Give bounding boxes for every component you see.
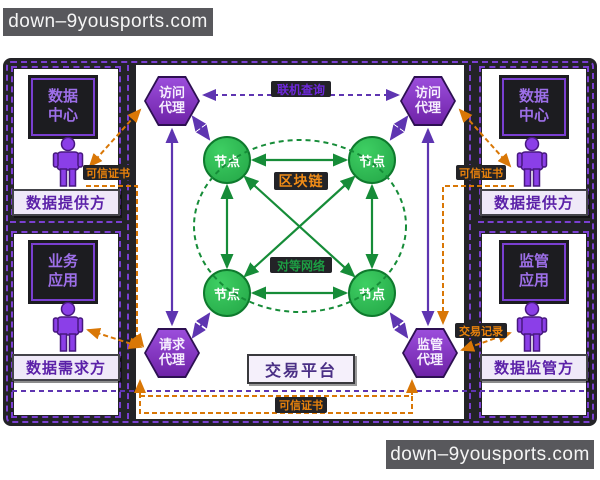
blockchain-node-bottom-left: 节点 bbox=[203, 269, 251, 317]
trade-record-label: 交易记录 bbox=[455, 323, 507, 338]
data-center-box-left: 数据 中心 bbox=[31, 78, 95, 136]
divider-vertical-right bbox=[464, 65, 478, 419]
agent-label-line2: 代理 bbox=[416, 352, 443, 367]
regulatory-app-line1: 监管 bbox=[518, 253, 549, 271]
data-center-line2: 中心 bbox=[47, 107, 78, 124]
role-label-data-consumer: 数据需求方 bbox=[12, 354, 120, 381]
watermark-bottom-right: down–9yousports.com bbox=[386, 440, 594, 469]
blockchain-node-top-right: 节点 bbox=[348, 136, 396, 184]
agent-label-line1: 监管 bbox=[416, 337, 443, 353]
diagram-frame bbox=[3, 58, 597, 426]
role-label-data-provider-right: 数据提供方 bbox=[480, 189, 588, 216]
person-icon-consumer bbox=[52, 301, 84, 352]
data-center-line2: 中心 bbox=[518, 107, 549, 124]
blockchain-label: 区块链 bbox=[274, 172, 328, 190]
divider-horizontal-left bbox=[10, 216, 122, 230]
blockchain-node-top-left: 节点 bbox=[203, 136, 251, 184]
agent-label-line1: 访问 bbox=[158, 85, 185, 101]
data-center-box-right: 数据 中心 bbox=[502, 78, 566, 136]
trading-platform-box: 交易平台 bbox=[247, 354, 355, 384]
p2p-network-label: 对等网络 bbox=[270, 257, 332, 273]
agent-label-line2: 代理 bbox=[158, 100, 185, 115]
role-label-data-regulator: 数据监管方 bbox=[480, 354, 588, 381]
trusted-cert-label-right: 可信证书 bbox=[456, 165, 506, 180]
person-icon-provider-right bbox=[516, 136, 548, 187]
person-icon-regulator bbox=[516, 301, 548, 352]
agent-label-line2: 代理 bbox=[414, 100, 441, 115]
regulatory-app-line2: 应用 bbox=[518, 272, 549, 289]
trusted-cert-label-left: 可信证书 bbox=[83, 165, 133, 180]
request-agent-hexagon: 请求代理 bbox=[144, 328, 200, 378]
person-icon-provider-left bbox=[52, 136, 84, 187]
business-app-line2: 应用 bbox=[47, 272, 78, 289]
regulatory-agent-hexagon: 监管代理 bbox=[402, 328, 458, 378]
data-center-line1: 数据 bbox=[47, 88, 78, 106]
hexagon-fill bbox=[146, 78, 198, 124]
blockchain-node-bottom-right: 节点 bbox=[348, 269, 396, 317]
business-app-line1: 业务 bbox=[47, 253, 78, 271]
agent-label-line2: 代理 bbox=[158, 352, 185, 367]
business-app-box: 业务 应用 bbox=[31, 243, 95, 301]
regulatory-app-box: 监管 应用 bbox=[502, 243, 566, 301]
data-center-line1: 数据 bbox=[518, 88, 549, 106]
agent-label-line1: 访问 bbox=[414, 85, 441, 101]
online-query-label: 联机查询 bbox=[271, 81, 331, 97]
divider-horizontal-right bbox=[478, 216, 590, 230]
watermark-top-left: down–9yousports.com bbox=[3, 8, 213, 36]
role-label-data-provider-left: 数据提供方 bbox=[12, 189, 120, 216]
agent-label-line1: 请求 bbox=[158, 337, 185, 353]
divider-vertical-left bbox=[122, 65, 136, 419]
access-agent-right-hexagon: 访问代理 bbox=[400, 76, 456, 126]
trusted-cert-label-bottom: 可信证书 bbox=[275, 397, 327, 413]
access-agent-left-hexagon: 访问代理 bbox=[144, 76, 200, 126]
